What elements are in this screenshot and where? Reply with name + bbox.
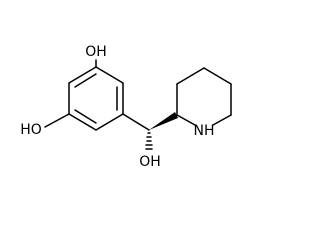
bond-pip-c6-n [212, 114, 232, 126]
top-hydroxyl-label: OH [85, 44, 107, 60]
bond-pip-n-c2 [176, 114, 196, 126]
bond-ring-to-carbinol [122, 113, 150, 131]
hashed-wedge-oh [145, 132, 153, 150]
bold-wedge-piperidine [149, 112, 178, 130]
bond-pip-c3-c4 [176, 67, 205, 85]
molecule-diagram: OH HO OH NH [20, 44, 232, 170]
bond-ring-c3-c4 [95, 113, 124, 131]
bond-ring-c1-c2 [95, 66, 124, 84]
piperidine-ring [176, 67, 232, 126]
structure-svg: OH HO OH NH [20, 44, 232, 170]
bond-ring-c4-c5-double [74, 109, 97, 124]
bond-pip-c4-c5 [203, 67, 232, 85]
bottom-hydroxyl-label: OH [139, 154, 161, 170]
ring-nitrogen-label: NH [194, 123, 215, 139]
left-hydroxyl-label: HO [20, 122, 42, 138]
benzene-ring [68, 66, 124, 131]
bond-ring-c6-c1 [68, 66, 97, 84]
bond-ring-c6-c1-double [74, 73, 97, 88]
bond-c5-left-oh [44, 113, 70, 128]
bond-ring-c4-c5 [68, 113, 97, 131]
